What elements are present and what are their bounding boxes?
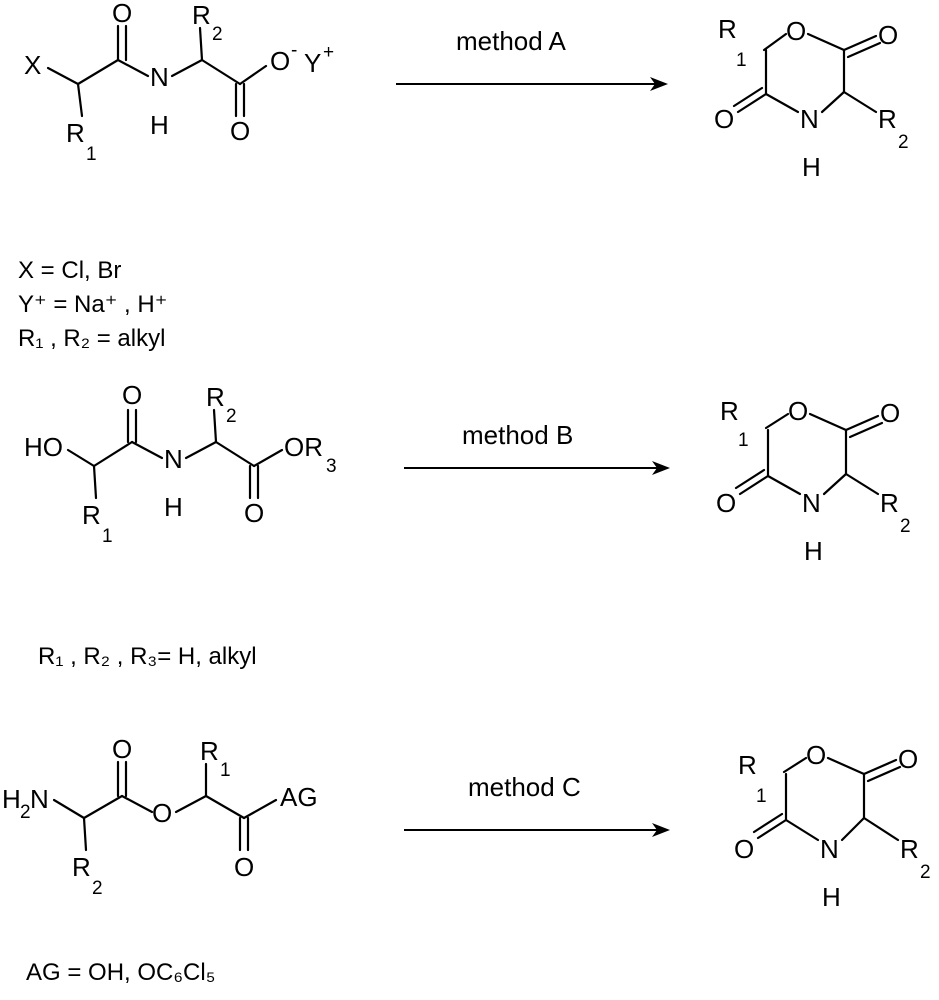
superscript-plus: + (323, 42, 334, 63)
atom-o: O (122, 380, 142, 410)
arrow-c: method C (404, 772, 670, 837)
reaction-c: H 2 N O O R 2 R 1 AG O method C (2, 734, 931, 986)
product-c-labels: R 1 O O O N H R 2 (734, 740, 931, 912)
subscript-3: 3 (326, 456, 337, 477)
product-a-ring (732, 32, 882, 114)
atom-x: X (24, 50, 41, 80)
conditions-c: AG = OH, OC₆Cl₅ (26, 959, 215, 986)
subscript-2: 2 (20, 802, 31, 823)
atom-n: N (164, 444, 183, 474)
atom-r1: R (200, 736, 219, 766)
atom-o-amide: O (714, 104, 734, 134)
product-c-ring (752, 756, 902, 842)
atom-n: N (800, 104, 819, 134)
condition-r: R₁ , R₂ , R₃= H, alkyl (38, 643, 257, 670)
atom-r2: R (192, 0, 211, 30)
condition-ag: AG = OH, OC₆Cl₅ (26, 959, 215, 986)
subscript-1: 1 (736, 50, 747, 71)
atom-r1: R (738, 750, 757, 780)
atom-r2: R (880, 488, 899, 518)
atom-o-ester: O (152, 798, 172, 828)
subscript-2: 2 (898, 132, 909, 153)
subscript-2: 2 (92, 878, 103, 899)
subscript-1: 1 (756, 786, 767, 807)
atom-r1: R (718, 14, 737, 44)
atom-o-carbonyl: O (244, 498, 264, 528)
reaction-a: X O N H R 1 R 2 O - Y + O method A (18, 0, 909, 352)
reaction-b: HO O N H R 1 R 2 OR 3 O method B (24, 380, 911, 670)
reactant-a-labels: X O N H R 1 R 2 O - Y + O (24, 0, 334, 165)
atom-o-amide: O (716, 488, 736, 518)
atom-ag: AG (280, 782, 318, 812)
atom-o-carbonyl: O (898, 744, 918, 774)
subscript-1: 1 (738, 430, 749, 451)
atom-o-amide: O (734, 834, 754, 864)
atom-r1: R (82, 500, 101, 530)
atom-y: Y (304, 48, 321, 78)
arrow-a: method A (396, 26, 668, 91)
atom-o-ring: O (786, 16, 806, 46)
condition-x: X = Cl, Br (18, 257, 121, 284)
reactant-c-labels: H 2 N O O R 2 R 1 AG O (2, 734, 318, 899)
atom-h2n-n: N (30, 784, 49, 814)
method-c-label: method C (468, 772, 581, 802)
subscript-2: 2 (226, 406, 237, 427)
reactant-b-labels: HO O N H R 1 R 2 OR 3 O (24, 380, 337, 547)
reactant-b-bonds (66, 408, 284, 500)
product-a-labels: R 1 O O O N H R 2 (714, 14, 909, 182)
subscript-1: 1 (220, 760, 231, 781)
atom-r2: R (72, 852, 91, 882)
subscript-2: 2 (920, 862, 931, 883)
atom-o-carbonyl: O (230, 116, 250, 146)
atom-h: H (804, 536, 823, 566)
atom-r1: R (66, 118, 85, 148)
atom-o-ring: O (788, 396, 808, 426)
condition-y: Y⁺ = Na⁺ , H⁺ (18, 291, 167, 318)
atom-o-minus: O (270, 46, 290, 76)
atom-h2n-h: H (2, 784, 21, 814)
subscript-2: 2 (900, 516, 911, 537)
atom-o-carbonyl: O (878, 20, 898, 50)
reactant-c-bonds (52, 760, 278, 852)
atom-h: H (164, 492, 183, 522)
condition-r: R₁ , R₂ = alkyl (18, 325, 165, 352)
atom-n: N (820, 834, 839, 864)
atom-n: N (802, 488, 821, 518)
product-b-labels: R 1 O O O N H R 2 (716, 396, 911, 566)
atom-o: O (112, 734, 132, 764)
atom-o-ring: O (806, 740, 826, 770)
atom-n: N (150, 62, 169, 92)
atom-r2: R (878, 104, 897, 134)
subscript-1: 1 (102, 526, 113, 547)
atom-o-carbonyl: O (234, 852, 254, 882)
atom-h: H (802, 152, 821, 182)
atom-r1: R (720, 396, 739, 426)
atom-r2: R (206, 382, 225, 412)
atom-o-carbonyl: O (880, 398, 900, 428)
atom-o: O (112, 0, 132, 28)
conditions-a: X = Cl, Br Y⁺ = Na⁺ , H⁺ R₁ , R₂ = alkyl (18, 257, 167, 352)
atom-ho: HO (24, 432, 63, 462)
atom-r2: R (900, 834, 919, 864)
method-b-label: method B (462, 420, 573, 450)
method-a-label: method A (456, 26, 567, 56)
subscript-1: 1 (86, 144, 97, 165)
conditions-b: R₁ , R₂ , R₃= H, alkyl (38, 643, 257, 670)
atom-h: H (822, 882, 841, 912)
subscript-2: 2 (212, 24, 223, 45)
product-b-ring (734, 412, 884, 496)
atom-h: H (150, 110, 169, 140)
atom-or: OR (284, 432, 323, 462)
reactant-a-bonds (46, 24, 268, 118)
arrow-b: method B (404, 420, 670, 475)
superscript-minus: - (291, 40, 297, 61)
